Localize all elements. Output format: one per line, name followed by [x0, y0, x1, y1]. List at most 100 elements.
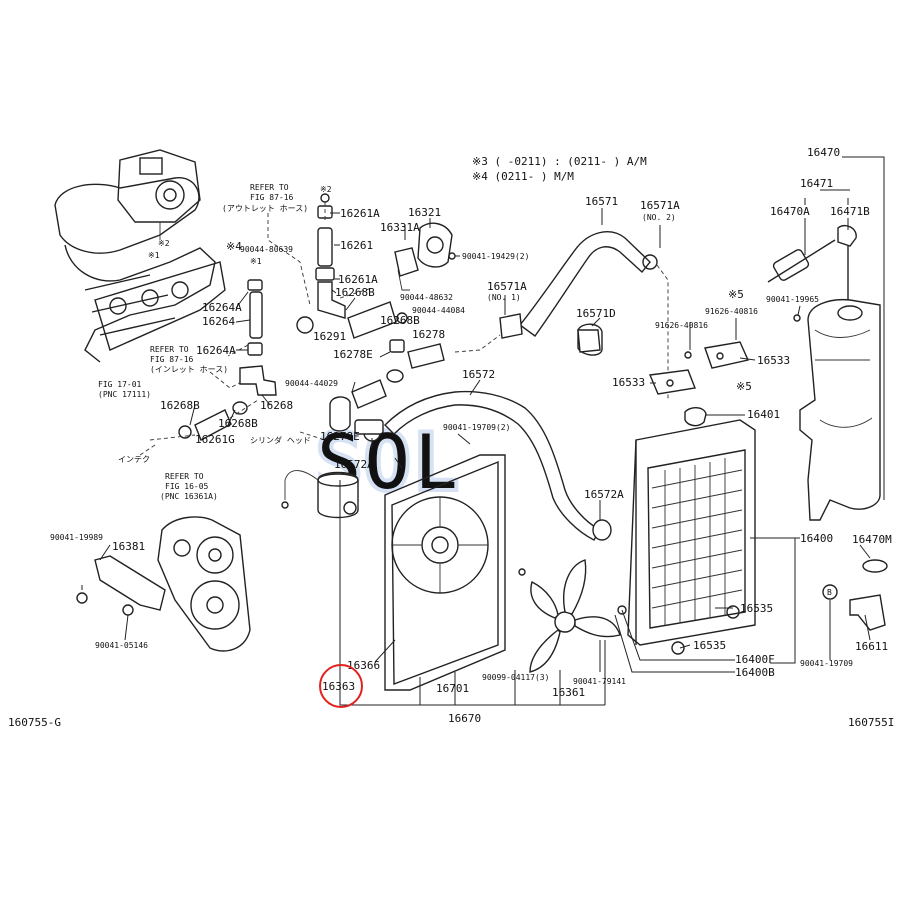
- star4-side-mark: ※4: [226, 240, 242, 253]
- label-16268: 16268: [260, 399, 293, 412]
- radiator-core-drawing: [617, 419, 756, 655]
- label-90041-05146: 90041-05146: [95, 641, 148, 650]
- refer-timing-line3: (PNC 16361A): [160, 492, 218, 501]
- label-90041-19709-2: 90041-19709(2): [443, 423, 510, 432]
- label-90044-48632: 90044-48632: [400, 293, 453, 302]
- label-90044-80639: 90044-80639: [240, 245, 293, 254]
- label-16264: 16264: [202, 315, 235, 328]
- label-90099-04117: 90099-04117(3): [482, 673, 549, 682]
- refer-inlet-line3: (インレット ホース): [150, 365, 228, 374]
- intake-manifold-drawing: [54, 149, 226, 363]
- label-91626-40816-b: 91626-40816: [655, 321, 708, 330]
- label-16571a-no2: 16571A: [640, 199, 680, 212]
- label-16535-top: 16535: [740, 602, 773, 615]
- label-16471b: 16471B: [830, 205, 870, 218]
- label-16670: 16670: [448, 712, 481, 725]
- label-16261a-bottom: 16261A: [338, 273, 378, 286]
- circle-b-label: B: [827, 588, 832, 597]
- refer-timing-line1: REFER TO: [165, 472, 204, 481]
- star1-mark-b: ※1: [250, 257, 262, 266]
- refer-inlet-line2: FIG 87-16: [150, 355, 194, 364]
- reservoir-tank-drawing: [767, 224, 881, 521]
- label-no1: (NO. 1): [487, 293, 521, 302]
- label-16533-left: 16533: [612, 376, 645, 389]
- fan-shroud-drawing: [384, 454, 506, 691]
- label-16363: 16363: [322, 680, 355, 693]
- label-16571: 16571: [585, 195, 618, 208]
- highlight-circle-16363: [319, 664, 363, 708]
- figure-code-right: 160755I: [848, 716, 894, 729]
- label-16331a: 16331A: [380, 221, 420, 234]
- timing-cover-drawing: [76, 516, 251, 652]
- label-16470a: 16470A: [770, 205, 810, 218]
- label-16471: 16471: [800, 177, 833, 190]
- refer-outlet-line3: (アウトレット ホース): [222, 204, 308, 213]
- figure-code-left: 160755-G: [8, 716, 61, 729]
- label-16321: 16321: [408, 206, 441, 219]
- thermostat-cluster-drawing: [296, 193, 501, 442]
- label-16572a-right: 16572A: [584, 488, 624, 501]
- label-16571d: 16571D: [576, 307, 616, 320]
- label-16401: 16401: [747, 408, 780, 421]
- label-90041-19989: 90041-19989: [50, 533, 103, 542]
- bypass-hoses-drawing: [139, 279, 331, 456]
- label-16268b-mid: 16268B: [380, 314, 420, 327]
- refer-inlet-line4: FIG 17-01: [98, 380, 142, 389]
- leader-lines: [81, 156, 885, 706]
- circle-b-mark: [822, 584, 838, 600]
- fan-motor-drawing: [281, 470, 359, 519]
- label-90041-19965: 90041-19965: [766, 295, 819, 304]
- label-16470: 16470: [807, 146, 840, 159]
- label-16261g: 16261G: [195, 433, 235, 446]
- refer-inlet-line5: (PNC 17111): [98, 390, 151, 399]
- star5-mark-b: ※5: [736, 380, 752, 393]
- star2-mark: ※2: [158, 239, 170, 248]
- label-16278e-top: 16278E: [333, 348, 373, 361]
- label-91626-40816-a: 91626-40816: [705, 307, 758, 316]
- star5-mark-a: ※5: [728, 288, 744, 301]
- label-16400b: 16400B: [735, 666, 775, 679]
- note-4: ※4 (0211- ) M/M: [472, 170, 574, 183]
- label-16291: 16291: [313, 330, 346, 343]
- label-16533-right: 16533: [757, 354, 790, 367]
- label-16571a-no1: 16571A: [487, 280, 527, 293]
- brackets-drawing: [577, 329, 749, 427]
- label-16470m: 16470M: [852, 533, 892, 546]
- label-16701: 16701: [436, 682, 469, 695]
- fan-blade-drawing: [518, 559, 621, 673]
- label-16268b-top: 16268B: [335, 286, 375, 299]
- cylinder-head-text: シリンダ ヘッド: [250, 435, 311, 445]
- label-16278: 16278: [412, 328, 445, 341]
- label-90041-19429: 90041-19429(2): [462, 252, 529, 261]
- label-90044-44084: 90044-44084: [412, 306, 465, 315]
- lower-radiator-hose-drawing: [354, 390, 612, 541]
- label-16264a-top: 16264A: [202, 301, 242, 314]
- label-16278e-bottom: 16278E: [320, 430, 360, 443]
- label-16268b-lower: 16268B: [218, 417, 258, 430]
- water-pump-text: インテク: [118, 455, 150, 464]
- refer-timing-line2: FIG 16-05: [165, 482, 209, 491]
- label-16381: 16381: [112, 540, 145, 553]
- label-90044-44029: 90044-44029: [285, 379, 338, 388]
- label-16572: 16572: [462, 368, 495, 381]
- label-16268b-left: 16268B: [160, 399, 200, 412]
- bracket-16611-drawing: [849, 594, 886, 631]
- refer-inlet-line1: REFER TO: [150, 345, 189, 354]
- label-16261: 16261: [340, 239, 373, 252]
- star1-mark: ※1: [148, 251, 160, 260]
- label-16261a-top: 16261A: [340, 207, 380, 220]
- refer-outlet-line1: REFER TO: [250, 183, 289, 192]
- label-16400: 16400: [800, 532, 833, 545]
- label-16611: 16611: [855, 640, 888, 653]
- label-16366: 16366: [347, 659, 380, 672]
- note-3: ※3 ( -0211) : (0211- ) A/M: [472, 155, 647, 168]
- label-16361: 16361: [552, 686, 585, 699]
- label-no2: (NO. 2): [642, 213, 676, 222]
- cap-16470m-drawing: [862, 559, 888, 573]
- label-90041-79141: 90041-79141: [573, 677, 626, 686]
- label-16400f: 16400F: [735, 653, 775, 666]
- label-16264a-bottom: 16264A: [196, 344, 236, 357]
- star2-mark-b: ※2: [320, 185, 332, 194]
- label-16572a-left: 16572A: [334, 458, 374, 471]
